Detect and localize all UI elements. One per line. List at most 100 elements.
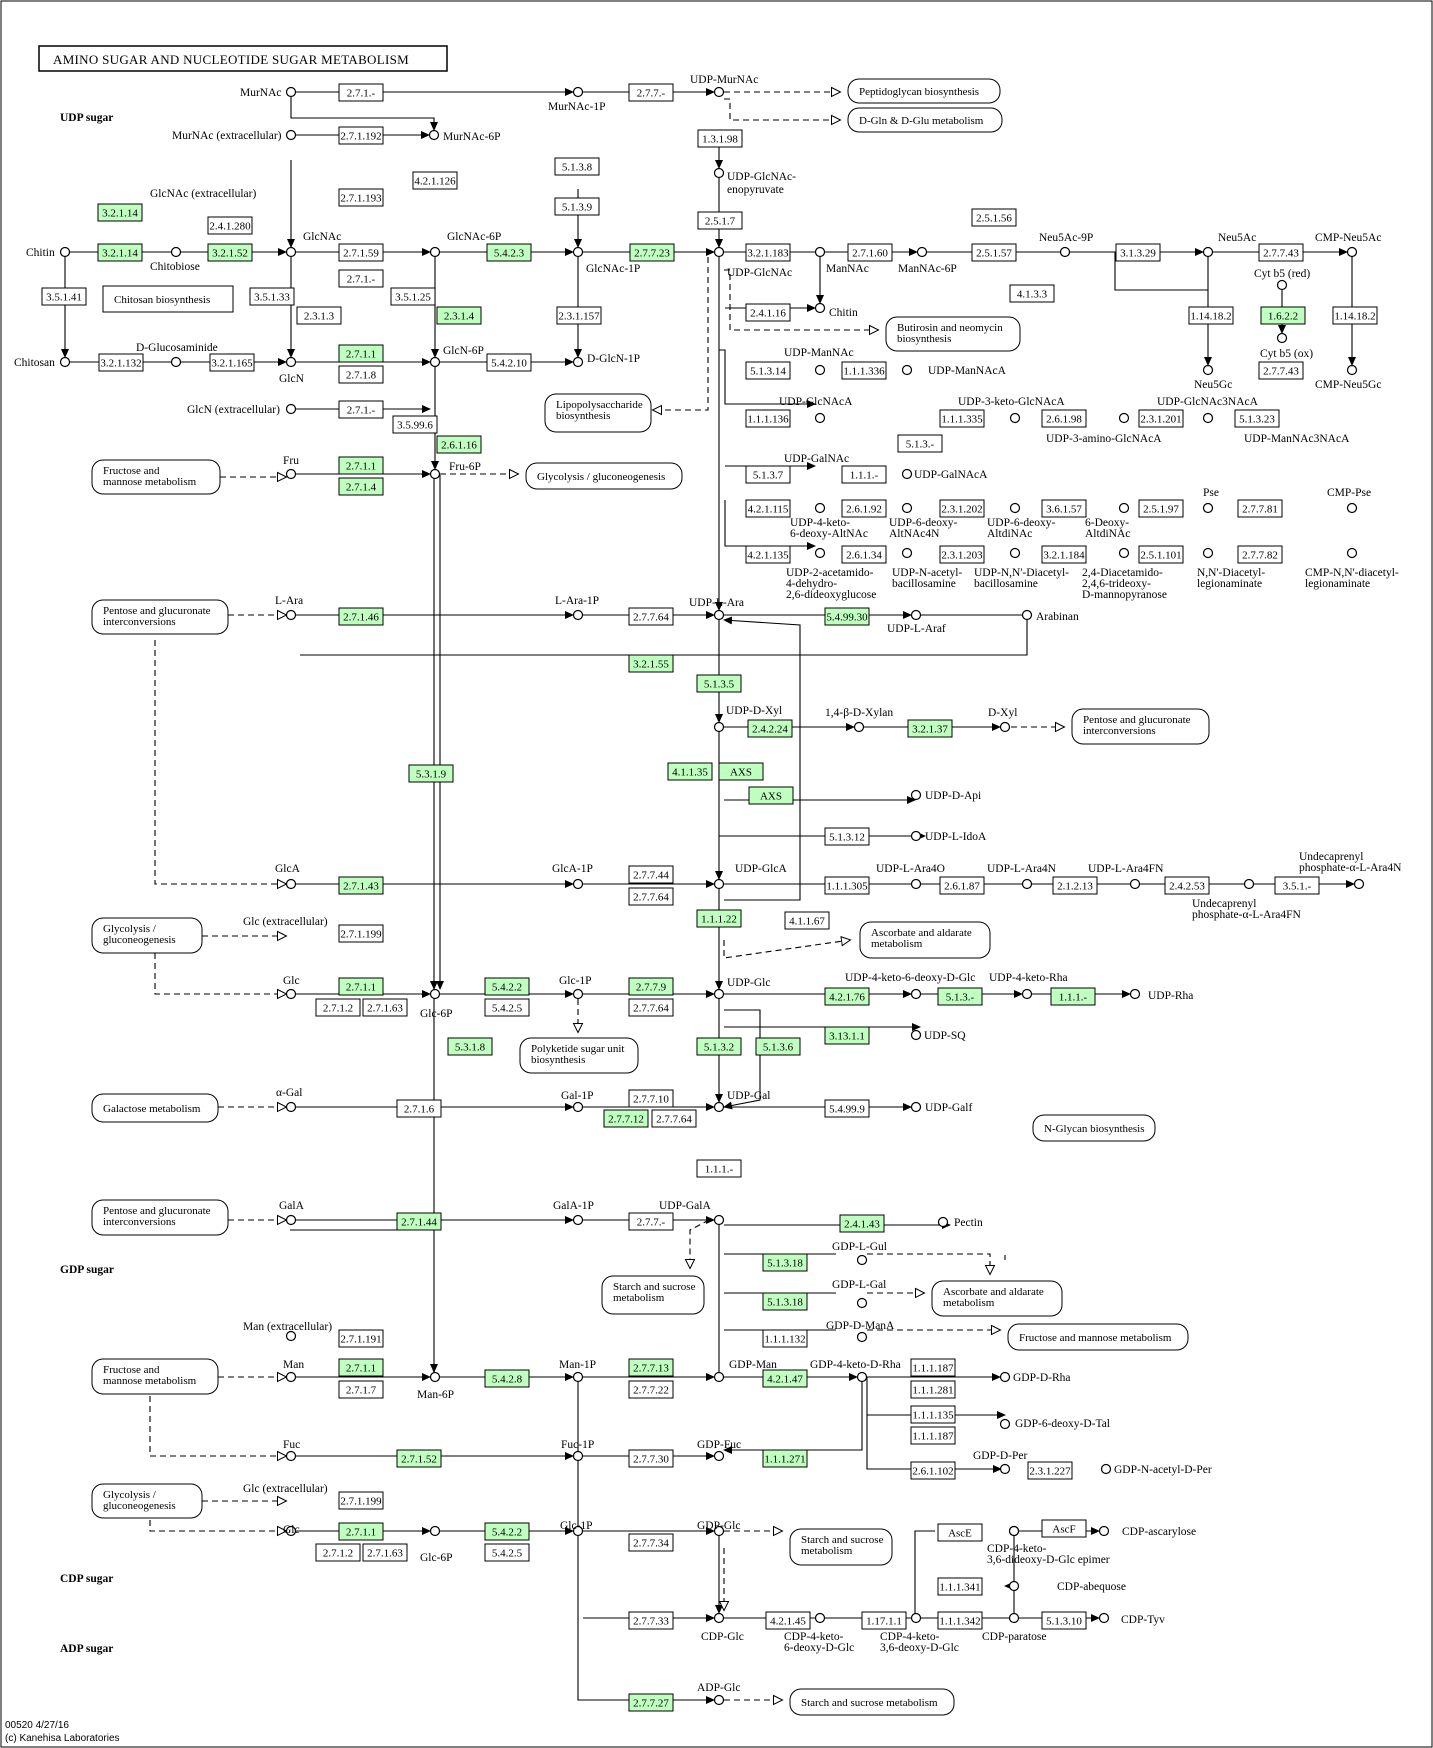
- enzyme-1-17-1-1[interactable]: 1.17.1.1: [861, 1611, 907, 1630]
- compound-node[interactable]: [713, 1694, 725, 1706]
- compound-node[interactable]: [713, 1371, 725, 1383]
- enzyme-2-6-1-16[interactable]: 2.6.1.16: [436, 435, 482, 454]
- enzyme-2-3-1-202[interactable]: 2.3.1.202: [939, 499, 985, 518]
- compound-node[interactable]: [856, 1297, 868, 1309]
- compound-node[interactable]: [572, 878, 584, 890]
- compound-node[interactable]: [814, 302, 826, 314]
- enzyme-2-7-1-2[interactable]: 2.7.1.2: [315, 998, 361, 1017]
- enzyme-1-1-1-135[interactable]: 1.1.1.135: [910, 1405, 956, 1424]
- enzyme-5-1-3[interactable]: 5.1.3.-: [937, 987, 983, 1006]
- enzyme-2-7-1-43[interactable]: 2.7.1.43: [338, 876, 384, 895]
- enzyme-2-7-1-1[interactable]: 2.7.1.1: [338, 1358, 384, 1377]
- compound-node[interactable]: [856, 1371, 868, 1383]
- enzyme-2-7-7-34[interactable]: 2.7.7.34: [628, 1533, 674, 1552]
- enzyme-2-7-1-1[interactable]: 2.7.1.1: [338, 1522, 384, 1541]
- compound-node[interactable]: [901, 547, 913, 559]
- compound-node[interactable]: [170, 246, 182, 258]
- enzyme-1-1-1-22[interactable]: 1.1.1.22: [696, 909, 742, 928]
- compound-node[interactable]: [1100, 1463, 1112, 1475]
- compound-node[interactable]: [1021, 609, 1033, 621]
- map-link-fructose-and-mannose-metabolism[interactable]: Fructose and mannose metabolism: [1007, 1323, 1189, 1351]
- compound-node[interactable]: [901, 468, 913, 480]
- map-link-peptidoglycan-biosynthesis[interactable]: Peptidoglycan biosynthesis: [847, 78, 1001, 104]
- compound-node[interactable]: [910, 789, 922, 801]
- compound-node[interactable]: [1059, 246, 1071, 258]
- compound-node[interactable]: [1009, 547, 1021, 559]
- compound-node[interactable]: [901, 502, 913, 514]
- compound-node[interactable]: [429, 988, 441, 1000]
- enzyme-2-7-7-9[interactable]: 2.7.7.9: [628, 977, 674, 996]
- enzyme-4-2-1-45[interactable]: 4.2.1.45: [765, 1611, 811, 1630]
- enzyme-2-7-1-2[interactable]: 2.7.1.2: [315, 1543, 361, 1562]
- enzyme-5-1-3-2[interactable]: 5.1.3.2: [696, 1037, 742, 1056]
- enzyme-2-7-1-52[interactable]: 2.7.1.52: [396, 1449, 442, 1468]
- enzyme-5-4-2-10[interactable]: 5.4.2.10: [486, 353, 532, 372]
- enzyme-5-1-3-12[interactable]: 5.1.3.12: [824, 827, 870, 846]
- compound-node[interactable]: [1346, 502, 1358, 514]
- compound-node[interactable]: [1118, 502, 1130, 514]
- enzyme-2-7-1-8[interactable]: 2.7.1.8: [338, 365, 384, 384]
- enzyme-3-5-1-33[interactable]: 3.5.1.33: [249, 287, 295, 306]
- compound-node[interactable]: [285, 1330, 297, 1342]
- enzyme-2-3-1-3[interactable]: 2.3.1.3: [296, 306, 342, 325]
- compound-node[interactable]: [1008, 1525, 1020, 1537]
- enzyme-1-1-1-132[interactable]: 1.1.1.132: [762, 1329, 808, 1348]
- compound-node[interactable]: [1202, 547, 1214, 559]
- enzyme-2-7-1-1[interactable]: 2.7.1.1: [338, 456, 384, 475]
- enzyme-ascf[interactable]: AscF: [1041, 1519, 1087, 1538]
- compound-node[interactable]: [814, 1612, 826, 1624]
- map-link-starch-and-sucrose-metabolism[interactable]: Starch and sucrose metabolism: [789, 1688, 955, 1716]
- enzyme-3-2-1-55[interactable]: 3.2.1.55: [628, 654, 674, 673]
- enzyme-2-7-1-193[interactable]: 2.7.1.193: [338, 188, 384, 207]
- enzyme-4-2-1-115[interactable]: 4.2.1.115: [745, 499, 791, 518]
- compound-node[interactable]: [1276, 279, 1288, 291]
- compound-node[interactable]: [285, 1214, 297, 1226]
- enzyme-1-1-1-305[interactable]: 1.1.1.305: [824, 876, 870, 895]
- compound-node[interactable]: [814, 502, 826, 514]
- enzyme-5-4-99-30[interactable]: 5.4.99.30: [824, 607, 870, 626]
- compound-node[interactable]: [910, 1612, 922, 1624]
- compound-node[interactable]: [59, 356, 71, 368]
- enzyme-2-6-1-92[interactable]: 2.6.1.92: [841, 499, 887, 518]
- enzyme-5-1-3-6[interactable]: 5.1.3.6: [755, 1037, 801, 1056]
- compound-node[interactable]: [910, 1029, 922, 1041]
- enzyme-5-3-1-9[interactable]: 5.3.1.9: [408, 764, 454, 783]
- enzyme-4-2-1-126[interactable]: 4.2.1.126: [412, 171, 458, 190]
- compound-node[interactable]: [1009, 502, 1021, 514]
- compound-node[interactable]: [572, 988, 584, 1000]
- compound-node[interactable]: [285, 246, 297, 258]
- compound-node[interactable]: [1202, 412, 1214, 424]
- compound-node[interactable]: [910, 830, 922, 842]
- compound-node[interactable]: [1008, 1580, 1020, 1592]
- enzyme-3-1-3-29[interactable]: 3.1.3.29: [1115, 243, 1161, 262]
- compound-node[interactable]: [856, 1331, 868, 1343]
- compound-node[interactable]: [1118, 412, 1130, 424]
- enzyme-3-5-99-6[interactable]: 3.5.99.6: [392, 415, 438, 434]
- enzyme-asce[interactable]: AscE: [937, 1523, 983, 1542]
- enzyme-2-7-1-63[interactable]: 2.7.1.63: [362, 998, 408, 1017]
- compound-node[interactable]: [713, 988, 725, 1000]
- enzyme-2-7-7[interactable]: 2.7.7.-: [628, 83, 674, 102]
- compound-node[interactable]: [999, 721, 1011, 733]
- compound-node[interactable]: [814, 412, 826, 424]
- enzyme-4-2-1-135[interactable]: 4.2.1.135: [745, 545, 791, 564]
- enzyme-2-7-1-199[interactable]: 2.7.1.199: [338, 1491, 384, 1510]
- compound-node[interactable]: [901, 364, 913, 376]
- enzyme-2-3-1-4[interactable]: 2.3.1.4: [436, 306, 482, 325]
- compound-node[interactable]: [814, 547, 826, 559]
- enzyme-5-1-3-23[interactable]: 5.1.3.23: [1234, 409, 1280, 428]
- enzyme-4-2-1-47[interactable]: 4.2.1.47: [762, 1369, 808, 1388]
- compound-node[interactable]: [713, 1450, 725, 1462]
- compound-node[interactable]: [285, 403, 297, 415]
- enzyme-5-4-2-2[interactable]: 5.4.2.2: [484, 977, 530, 996]
- enzyme-5-4-2-8[interactable]: 5.4.2.8: [484, 1369, 530, 1388]
- compound-node[interactable]: [285, 988, 297, 1000]
- compound-node[interactable]: [910, 988, 922, 1000]
- compound-node[interactable]: [429, 1371, 441, 1383]
- enzyme-1-14-18-2[interactable]: 1.14.18.2: [1188, 306, 1234, 325]
